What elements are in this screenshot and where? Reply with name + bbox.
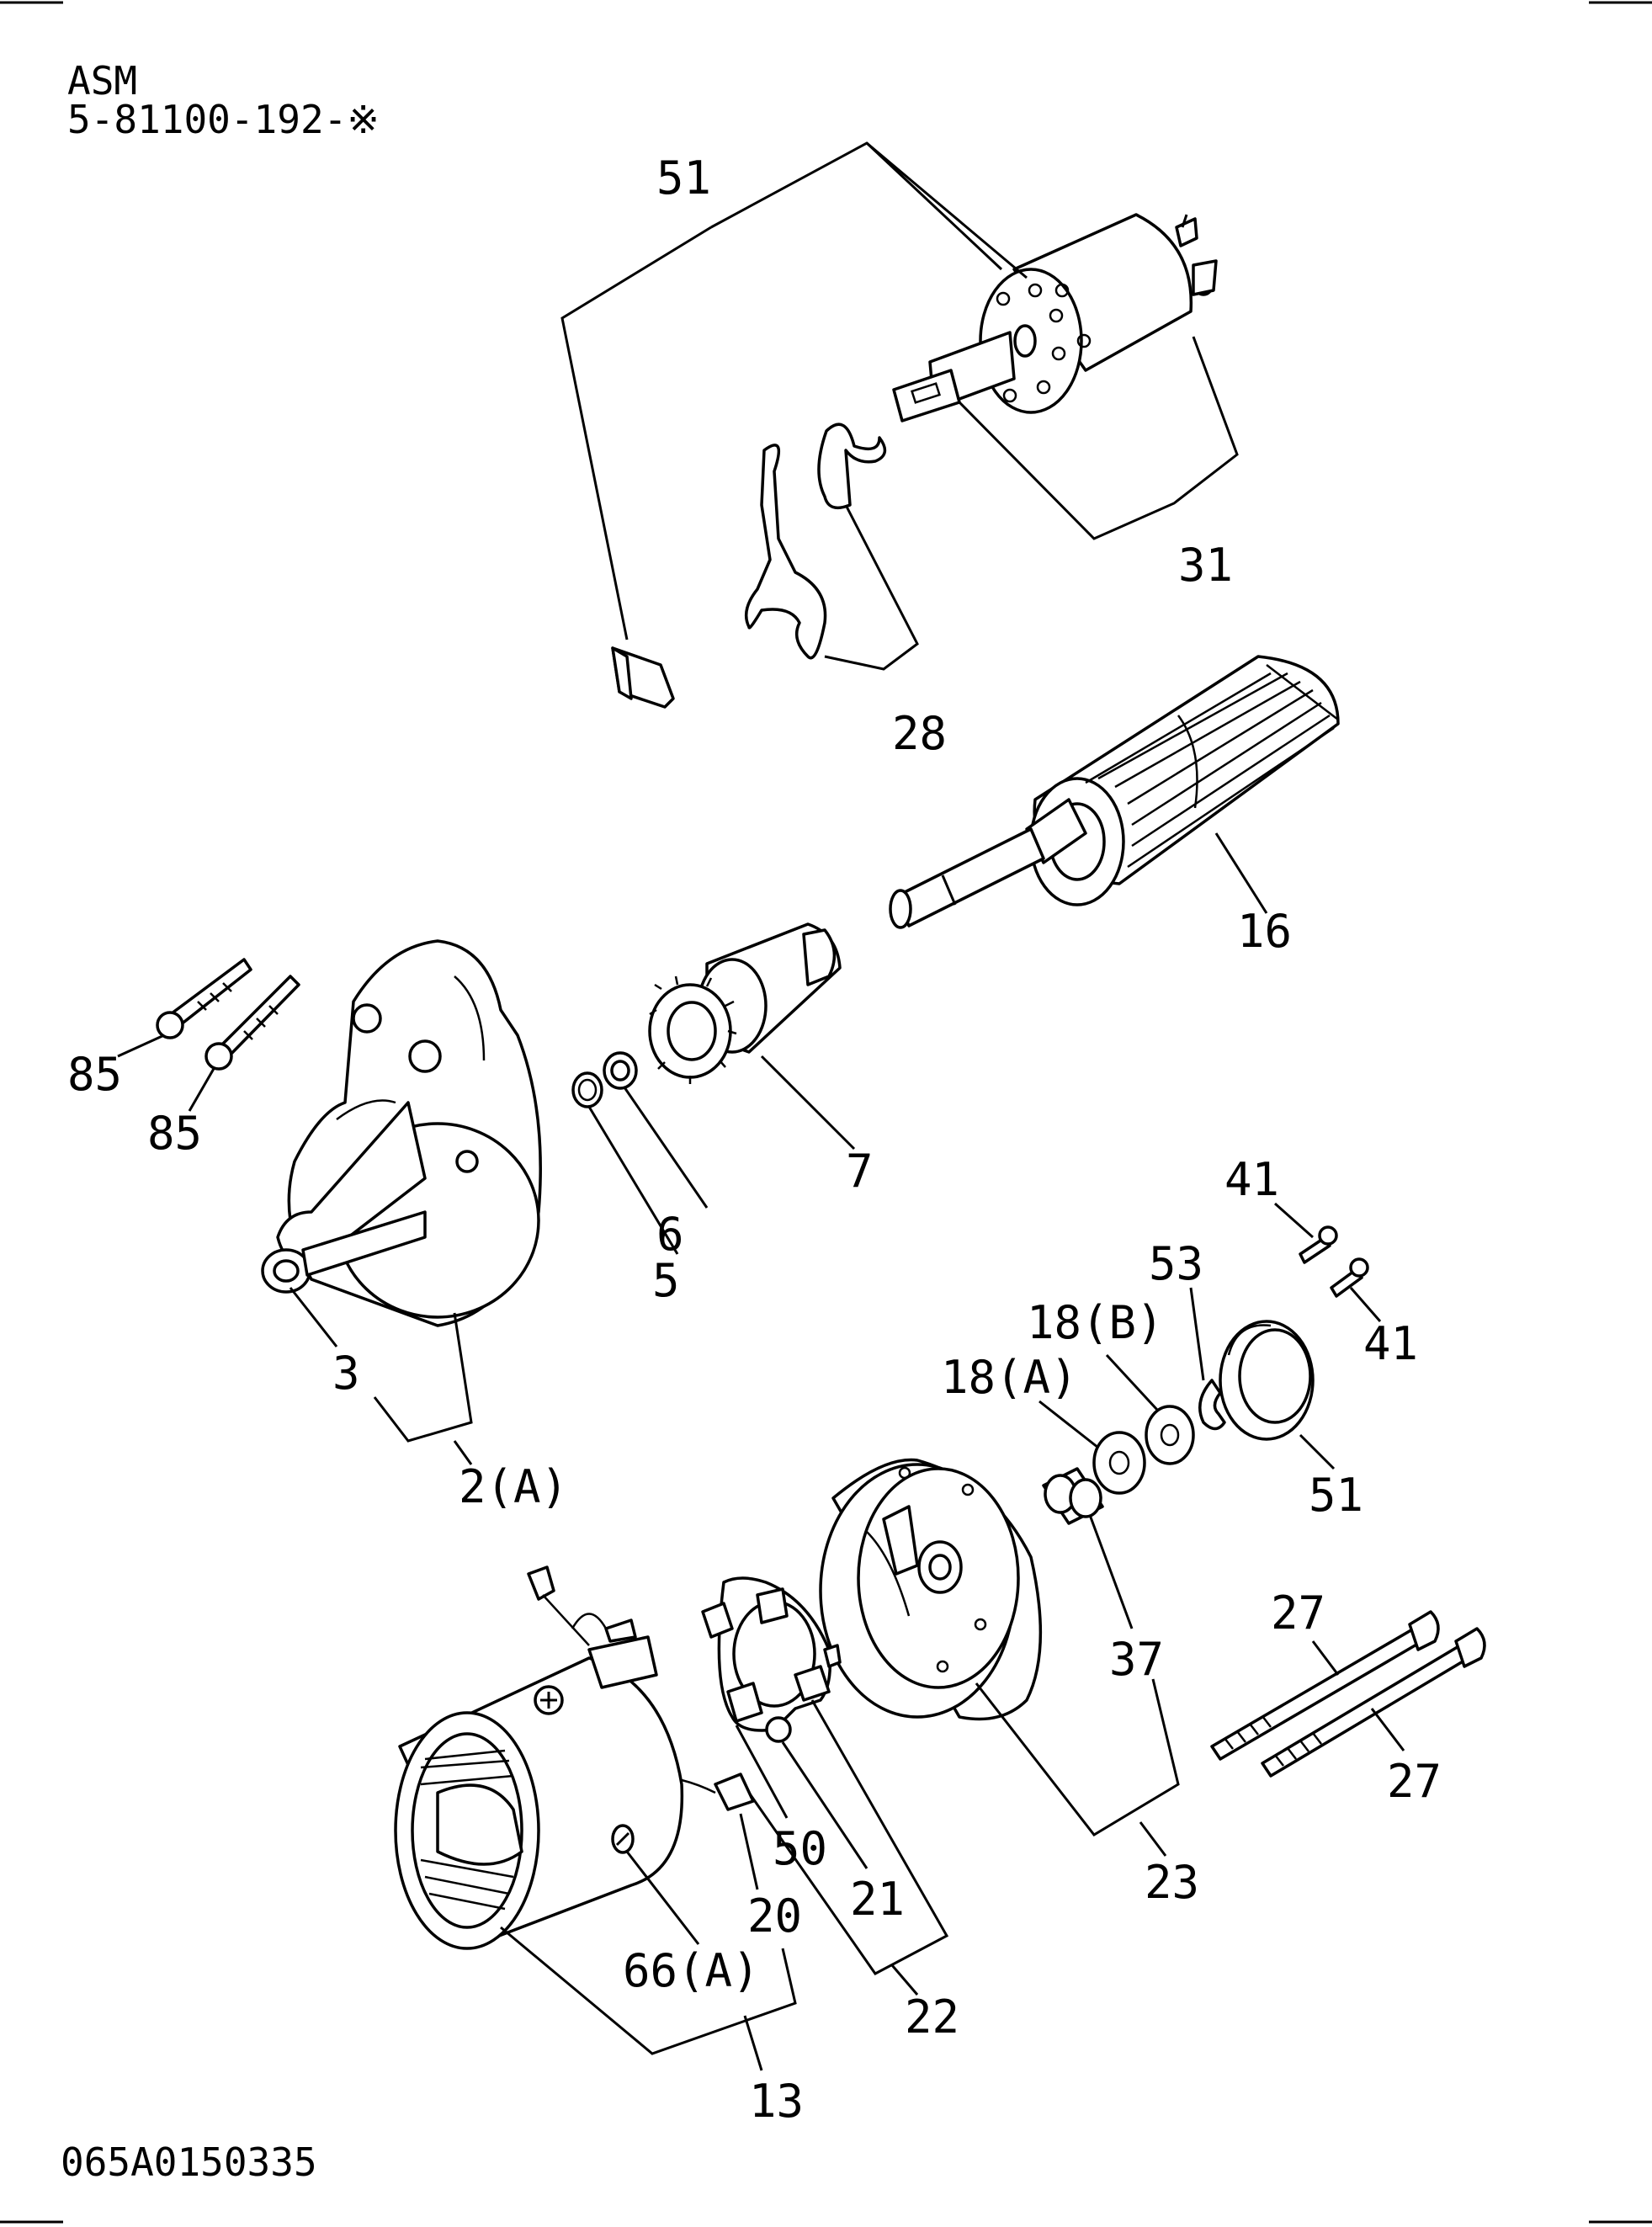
shift-lever-clip	[744, 423, 887, 660]
ring-5	[571, 1071, 603, 1108]
armature	[889, 655, 1340, 929]
washer-18B	[1145, 1405, 1195, 1465]
assembly-label: ASM	[67, 58, 137, 104]
e-ring-53	[1198, 1379, 1226, 1431]
leader-53-18	[1038, 1287, 1205, 1449]
callout-28: 28	[892, 707, 947, 760]
leader-51-top	[560, 141, 1028, 640]
callout-85-a: 85	[67, 1048, 122, 1101]
callout-2A: 2(A)	[459, 1460, 568, 1513]
callout-51-top: 51	[656, 151, 711, 205]
bolt-85-lower	[205, 975, 300, 1071]
bolt-85-upper	[156, 958, 252, 1039]
callout-3: 3	[332, 1347, 360, 1400]
callout-41-b: 41	[1363, 1317, 1418, 1370]
through-bolt-lower	[1261, 1627, 1486, 1778]
dust-cover-51	[1219, 1320, 1315, 1441]
screw-41-lower	[1330, 1257, 1369, 1298]
leader-85	[117, 1034, 216, 1112]
leader-16	[1214, 832, 1268, 914]
leader-7	[760, 1055, 856, 1151]
callout-31: 31	[1178, 539, 1233, 592]
callout-66A: 66(A)	[623, 1944, 760, 1997]
callout-53: 53	[1149, 1237, 1203, 1290]
leader-37	[1088, 1514, 1134, 1629]
assembly-part-number: 5-81100-192-※	[67, 97, 380, 142]
callout-7: 7	[846, 1145, 874, 1198]
callout-85-b: 85	[147, 1107, 202, 1160]
leader-31	[958, 336, 1239, 540]
through-bolt-upper	[1210, 1610, 1440, 1761]
bushing-37	[1042, 1467, 1104, 1525]
callout-18A: 18(A)	[941, 1351, 1078, 1404]
boot-cap	[611, 646, 675, 709]
callout-13: 13	[749, 2075, 804, 2128]
leader-41	[1274, 1202, 1382, 1322]
callout-37: 37	[1109, 1633, 1164, 1686]
leader-13-20-66A	[500, 1813, 797, 2071]
callout-41-a: 41	[1224, 1153, 1279, 1206]
pinion-clutch	[648, 922, 842, 1084]
callout-20: 20	[747, 1889, 802, 1943]
screw-41-upper	[1299, 1225, 1338, 1264]
leader-28	[824, 504, 919, 671]
callout-6: 6	[656, 1208, 684, 1261]
brush-lead-20	[681, 1773, 755, 1811]
rear-cover	[819, 1458, 1043, 1721]
callout-23: 23	[1145, 1856, 1199, 1909]
callout-18B: 18(B)	[1027, 1296, 1164, 1349]
yoke	[394, 1565, 684, 1950]
callout-22: 22	[905, 1990, 959, 2044]
leader-2A-3	[289, 1287, 473, 1465]
callout-16: 16	[1237, 905, 1292, 958]
ring-6	[603, 1051, 638, 1090]
callout-5: 5	[652, 1254, 680, 1307]
callout-51-bottom: 51	[1309, 1469, 1363, 1522]
callout-21: 21	[850, 1873, 905, 1926]
leader-51-bottom	[1299, 1433, 1336, 1470]
callout-27-a: 27	[1271, 1587, 1325, 1640]
drawing-code: 065A0150335	[61, 2139, 317, 2185]
leader-23	[975, 1678, 1180, 1857]
leader-22-21-50	[735, 1699, 949, 1996]
washer-18A	[1092, 1431, 1146, 1495]
brush-holder	[701, 1576, 842, 1743]
drive-housing	[261, 939, 542, 1327]
solenoid-switch	[892, 213, 1218, 423]
leader-5-6	[587, 1087, 709, 1255]
callout-27-b: 27	[1387, 1755, 1442, 1808]
leader-27	[1311, 1640, 1405, 1751]
